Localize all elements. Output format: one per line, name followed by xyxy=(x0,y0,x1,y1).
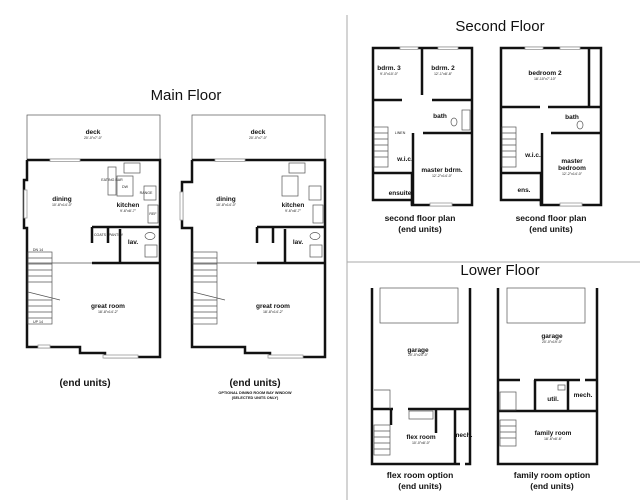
label-ref: REF xyxy=(149,212,157,216)
room-dim-garage: 20'-0"x19'-0" xyxy=(542,340,563,344)
room-label-deck: deck xyxy=(251,129,266,136)
room-label-kitchen: kitchen xyxy=(282,202,305,209)
room-label-bath: bath xyxy=(433,113,447,120)
lower-floor-plan-family: garage 20'-0"x19'-0" util. mech. family … xyxy=(496,287,599,491)
second-floor-plan-a: bdrm. 3 9'-0"x10'-0" bdrm. 2 12'-1"x8'-8… xyxy=(371,46,474,234)
caption-lower-a-1: flex room option xyxy=(387,470,454,480)
label-range: RANGE xyxy=(140,191,153,195)
note-selected-units: (SELECTED UNITS ONLY) xyxy=(232,396,279,400)
caption-lower-a-2: (end units) xyxy=(398,481,442,491)
label-pantry: PANTRY xyxy=(109,233,124,237)
room-label-flex: flex room xyxy=(406,434,435,441)
caption-lower-b-2: (end units) xyxy=(530,481,574,491)
room-dim-bdrm3: 9'-0"x10'-0" xyxy=(380,72,399,76)
label-coats: COATS xyxy=(94,233,107,237)
label-dw: DW xyxy=(122,185,129,189)
room-dim-kitchen: 9'-6"x8'-7" xyxy=(285,209,302,213)
room-label-dining: dining xyxy=(52,196,72,203)
caption-second-a-2: (end units) xyxy=(398,224,442,234)
room-label-garage: garage xyxy=(407,347,429,354)
room-label-util: util. xyxy=(547,396,559,403)
room-label-ensuite: ensuite xyxy=(389,190,412,197)
room-label-mech: mech. xyxy=(454,432,473,439)
room-label-bdrm2: bdrm. 2 xyxy=(431,65,455,72)
main-floor-plan-bay-window: deck 20'-0"x7'-0" dining 10'-8"x14'-0" k… xyxy=(179,114,327,400)
room-label-ens: ens. xyxy=(517,187,530,194)
label-stairs-up: UP 14 xyxy=(33,320,43,324)
main-floor-title: Main Floor xyxy=(151,87,222,104)
caption-lower-b-1: family room option xyxy=(514,470,591,480)
stairs xyxy=(27,251,61,325)
second-floor-title: Second Floor xyxy=(455,18,544,35)
room-dim-bedroom2: 18'-10"x7'-10" xyxy=(534,77,557,81)
room-dim-deck: 20'-0"x7'-0" xyxy=(249,136,268,140)
room-label-master: master xyxy=(561,158,583,165)
room-label-bdrm3: bdrm. 3 xyxy=(377,65,401,72)
label-linen: LINEN xyxy=(395,131,406,135)
room-label-bedroom: bedroom xyxy=(558,165,586,172)
lower-floor-title: Lower Floor xyxy=(460,262,539,279)
room-label-master: master bdrm. xyxy=(421,167,462,174)
note-bay-window: OPTIONAL DINING ROOM BAY WINDOW xyxy=(218,391,292,395)
main-floor-plan-end-units: deck 20'-0"x7'-0" dining 10'-8"x14'-0" k… xyxy=(22,114,162,389)
room-label-wic: w.i.c. xyxy=(524,152,541,159)
room-label-mech: mech. xyxy=(574,392,593,399)
label-eating-bar: EATING BAR xyxy=(101,178,123,182)
room-label-wic: w.i.c. xyxy=(396,156,413,163)
room-dim-master: 12'-2"x14'-0" xyxy=(432,174,453,178)
room-label-garage: garage xyxy=(541,333,563,340)
caption-main-a: (end units) xyxy=(59,378,110,389)
room-dim-family: 18'-6"x8'-6" xyxy=(544,437,563,441)
room-label-dining: dining xyxy=(216,196,236,203)
label-stairs-down: DN 14 xyxy=(33,248,43,252)
room-dim-great-room: 18'-8"x14'-2" xyxy=(98,310,119,314)
room-label-family: family room xyxy=(535,430,572,437)
room-dim-dining: 10'-8"x14'-0" xyxy=(52,203,73,207)
room-dim-kitchen: 9'-6"x8'-7" xyxy=(120,209,137,213)
room-label-great-room: great room xyxy=(256,303,290,310)
lower-floor-plan-flex: garage 20'-0"x20'-0" flex room 10'-0"x8'… xyxy=(370,287,473,491)
room-label-lav: lav. xyxy=(128,239,139,246)
room-label-deck: deck xyxy=(86,129,101,136)
room-dim-bdrm2: 12'-1"x8'-8" xyxy=(434,72,453,76)
room-dim-garage: 20'-0"x20'-0" xyxy=(408,353,429,357)
caption-second-b-2: (end units) xyxy=(529,224,573,234)
caption-second-b-1: second floor plan xyxy=(516,213,587,223)
room-label-bedroom2: bedroom 2 xyxy=(528,70,562,77)
room-dim-dining: 10'-8"x14'-0" xyxy=(216,203,237,207)
room-label-great-room: great room xyxy=(91,303,125,310)
caption-second-a-1: second floor plan xyxy=(385,213,456,223)
room-label-lav: lav. xyxy=(293,239,304,246)
second-floor-plan-b: bedroom 2 18'-10"x7'-10" bath w.i.c. mas… xyxy=(499,46,603,234)
caption-main-b: (end units) xyxy=(229,378,280,389)
room-dim-deck: 20'-0"x7'-0" xyxy=(84,136,103,140)
room-label-kitchen: kitchen xyxy=(117,202,140,209)
room-dim-master: 12'-2"x14'-0" xyxy=(562,172,583,176)
room-label-bath: bath xyxy=(565,114,579,121)
room-dim-great-room: 18'-8"x14'-2" xyxy=(263,310,284,314)
room-dim-flex: 10'-0"x8'-0" xyxy=(412,441,431,445)
